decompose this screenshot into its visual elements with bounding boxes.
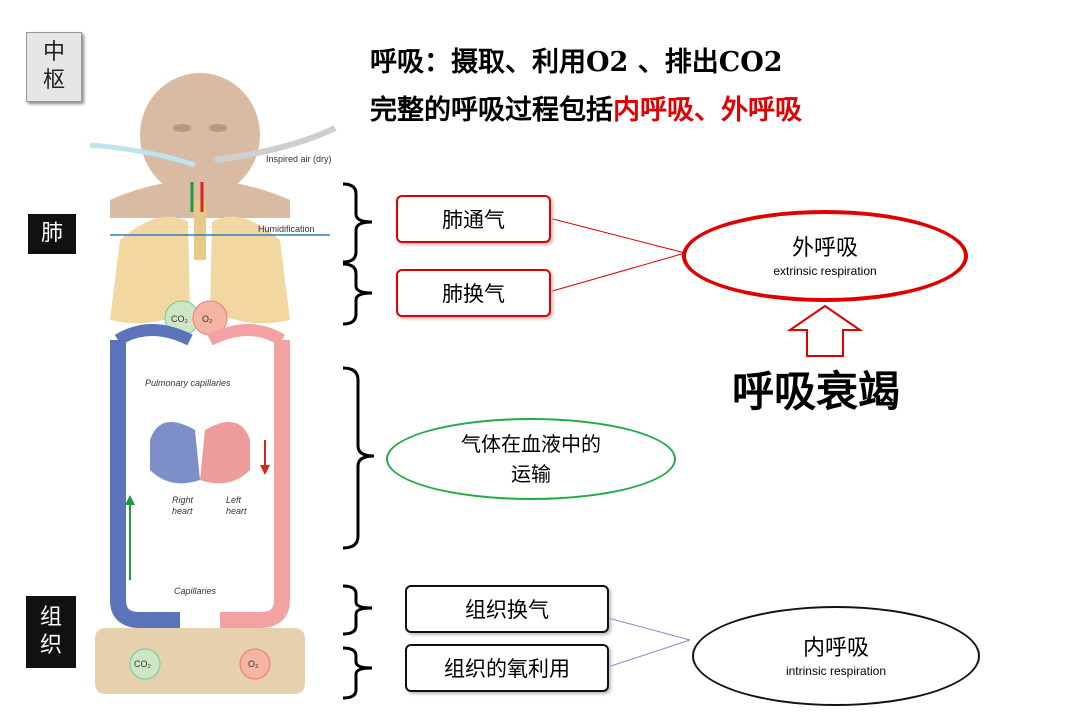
connector-ventilation-to-external — [548, 217, 686, 254]
left-heart-label-2: heart — [226, 506, 247, 516]
o2-label-tissue: O₂ — [248, 659, 259, 669]
tissue-utilization-label: 组织的氧利用 — [444, 657, 570, 681]
venous-flow-arrowhead — [125, 495, 135, 505]
left-heart-label-1: Left — [226, 495, 242, 505]
lungs-figure — [110, 200, 290, 324]
center-label-box: 中 枢 — [26, 32, 82, 102]
center-label-char-1: 中 — [42, 40, 65, 65]
bracket-tissue-exchange — [342, 584, 373, 636]
tissue-label-char-2: 织 — [39, 633, 62, 658]
blood-transport-label-2: 运输 — [511, 462, 551, 486]
co2-label-tissue: CO₂ — [134, 659, 152, 669]
header-line-2-highlight: 内呼吸、外呼吸 — [613, 95, 802, 126]
header-line-2-prefix: 完整的呼吸过程包括 — [370, 95, 613, 126]
up-arrow-icon — [786, 304, 864, 357]
bracket-transport — [342, 366, 375, 550]
tissue-label-box: 组 织 — [26, 596, 76, 668]
co2-label-lung: CO₂ — [171, 314, 189, 324]
connector-exchange-to-external — [548, 252, 686, 293]
arterial-flow-arrowhead — [260, 465, 270, 475]
bracket-tissue-utilization — [342, 646, 373, 700]
arterial-vessel — [220, 340, 290, 628]
tissue-label-char-1: 组 — [39, 605, 62, 630]
inspired-air-label: Inspired air (dry) — [266, 154, 332, 164]
connector-tissue-exchange-to-internal — [607, 617, 691, 641]
internal-respiration-oval: 内呼吸 intrinsic respiration — [692, 606, 980, 706]
pulmonary-ventilation-box: 肺通气 — [396, 195, 551, 243]
external-respiration-english: extrinsic respiration — [773, 264, 877, 278]
left-heart-shape — [200, 422, 250, 484]
external-respiration-oval: 外呼吸 extrinsic respiration — [682, 210, 968, 302]
respiratory-failure-text: 呼吸衰竭 — [732, 367, 901, 416]
pulmonary-ventilation-label: 肺通气 — [442, 208, 505, 232]
pulmonary-vein — [207, 324, 286, 346]
bracket-ventilation — [342, 182, 373, 264]
right-heart-label-2: heart — [172, 506, 193, 516]
internal-respiration-english: intrinsic respiration — [785, 664, 887, 678]
head-figure — [110, 73, 290, 218]
bracket-pulmonary-exchange — [342, 262, 373, 326]
right-heart-shape — [150, 422, 200, 484]
tissue-utilization-box: 组织的氧利用 — [405, 644, 609, 692]
humidification-label: Humidification — [258, 224, 315, 234]
pulmonary-exchange-label: 肺换气 — [442, 282, 505, 306]
right-heart-label-1: Right — [172, 495, 194, 505]
header-line-1: 呼吸：摄取、利用O2 、排出CO2 — [370, 47, 783, 78]
co2-tissue — [129, 648, 161, 680]
center-label-char-2: 枢 — [42, 68, 65, 93]
pulmonary-capillaries-label: Pulmonary capillaries — [145, 378, 231, 388]
blood-transport-label-1: 气体在血液中的 — [461, 432, 601, 456]
pulmonary-exchange-box: 肺换气 — [396, 269, 551, 317]
o2-tissue — [239, 648, 271, 680]
respiration-anatomy-illustration: Inspired air (dry) Humidification CO₂ O₂… — [89, 73, 337, 694]
tissue-exchange-label: 组织换气 — [465, 598, 549, 622]
o2-label-lung: O₂ — [202, 314, 213, 324]
external-respiration-label: 外呼吸 — [791, 236, 858, 261]
internal-respiration-label: 内呼吸 — [802, 636, 869, 661]
connector-utilization-to-internal — [607, 639, 691, 668]
lung-label-box: 肺 — [28, 214, 76, 254]
blood-transport-oval: 气体在血液中的 运输 — [386, 418, 676, 500]
lung-label: 肺 — [40, 221, 63, 246]
exhaled-air-stream — [89, 142, 196, 168]
tissue-exchange-box: 组织换气 — [405, 585, 609, 633]
pulmonary-artery — [114, 324, 193, 346]
inspired-air-stream — [214, 125, 337, 163]
header-line-2: 完整的呼吸过程包括内呼吸、外呼吸 — [370, 88, 802, 127]
venous-vessel — [110, 340, 180, 628]
capillaries-label: Capillaries — [174, 586, 217, 596]
